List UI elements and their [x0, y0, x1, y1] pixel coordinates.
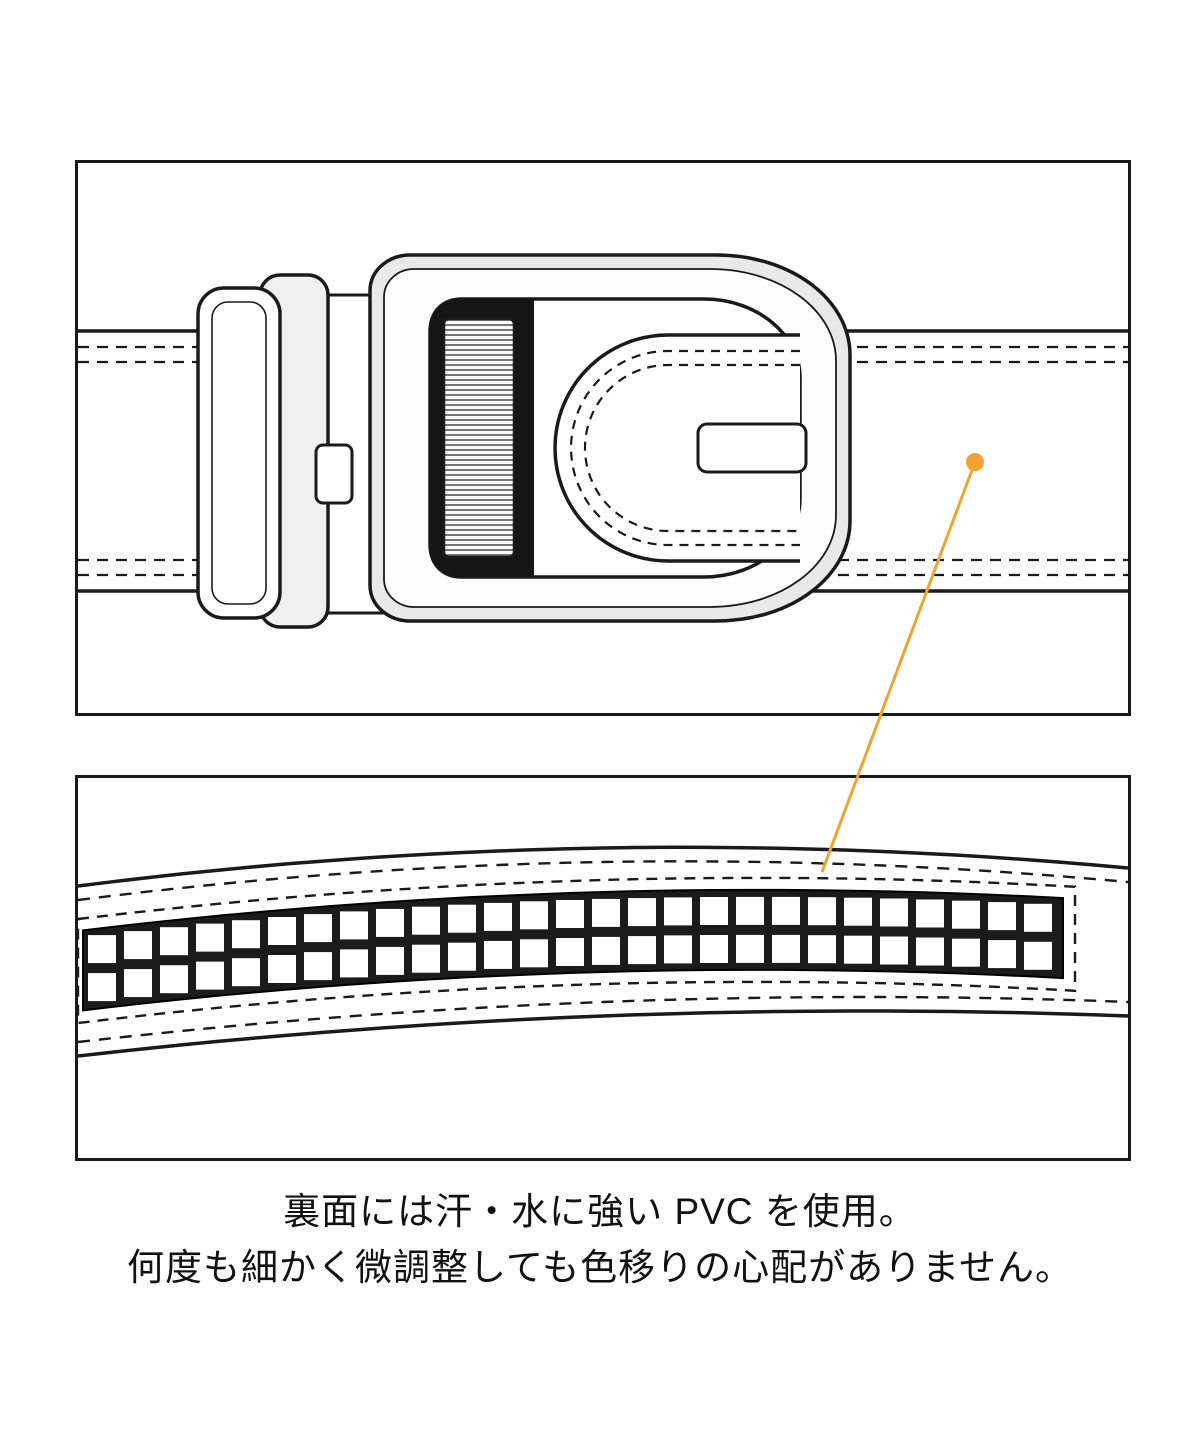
ratchet-tooth: [700, 897, 728, 925]
ratchet-tooth: [988, 940, 1016, 969]
ratchet-tooth: [88, 935, 116, 964]
ratchet-tooth: [484, 940, 512, 969]
buckle: [368, 253, 852, 623]
ratchet-tooth: [376, 908, 404, 937]
belt-back-panel: [75, 775, 1131, 1161]
ratchet-tooth: [952, 900, 980, 929]
belt-tip-stitch-inner: [583, 363, 800, 533]
ratchet-tooth: [880, 936, 908, 965]
ratchet-tooth: [340, 911, 368, 940]
ratchet-tooth: [808, 935, 836, 964]
ratchet-tooth: [700, 935, 728, 963]
ratchet-tooth: [808, 897, 836, 926]
ratchet-tooth: [592, 936, 620, 965]
ratchet-tooth: [160, 965, 188, 994]
ratchet-tooth: [412, 906, 440, 935]
ratchet-tooth: [592, 898, 620, 927]
ratchet-tooth: [232, 920, 260, 949]
ratchet-tooth: [268, 955, 296, 983]
ratchet-tooth: [844, 897, 872, 926]
ratchet-tooth: [1024, 941, 1052, 970]
belt-back-illustration: [78, 845, 1128, 1058]
ratchet-tooth: [448, 904, 476, 933]
ratchet-tooth: [772, 934, 800, 963]
ratchet-tooth: [160, 927, 188, 956]
ratchet-tooth: [124, 931, 152, 960]
ratchet-roller: [442, 317, 516, 559]
ratchet-tooth: [844, 935, 872, 964]
ratchet-tooth: [736, 934, 764, 963]
ratchet-tooth: [664, 897, 692, 926]
ratchet-tooth: [772, 896, 800, 925]
ratchet-tooth: [196, 961, 224, 990]
ratchet-tooth: [124, 969, 152, 998]
ratchet-tooth: [484, 902, 512, 931]
ratchet-tooth: [952, 938, 980, 967]
ratchet-tooth: [88, 973, 116, 1002]
ratchet-tooth: [736, 896, 764, 925]
ratchet-tooth: [232, 958, 260, 987]
belt-tip: [553, 333, 800, 563]
caption-line-1: 裏面には汗・水に強い PVC を使用。: [283, 1191, 917, 1232]
ratchet-tooth: [664, 935, 692, 964]
ratchet-tooth: [1024, 903, 1052, 932]
ratchet-tooth: [880, 898, 908, 927]
ratchet-tooth: [340, 949, 368, 978]
ratchet-tooth: [916, 937, 944, 966]
ratchet-tooth: [556, 900, 584, 928]
ratchet-tooth: [520, 939, 548, 968]
ratchet-tooth: [196, 923, 224, 952]
ratchet-tooth: [520, 901, 548, 930]
buckle-panel: [75, 160, 1131, 716]
ratchet-tooth: [628, 936, 656, 965]
ratchet-tooth: [628, 898, 656, 927]
ratchet-tooth: [448, 942, 476, 971]
belt-back-top-stitch: [78, 860, 1128, 902]
ratchet-tooth: [304, 952, 332, 981]
pvc-strip-stitch: [78, 876, 1077, 1025]
ratchet-tooth: [916, 899, 944, 928]
belt-keeper: [196, 273, 354, 629]
ratchet-tooth: [556, 938, 584, 966]
ratchet-tooth: [412, 944, 440, 973]
belt-back-bottom-stitch: [78, 995, 1128, 1044]
ratchet-tooth: [304, 914, 332, 943]
ratchet-tooth: [268, 917, 296, 945]
belt-front-illustration: [78, 253, 1128, 629]
caption: 裏面には汗・水に強い PVC を使用。 何度も細かく微調整しても色移りの心配があ…: [0, 1184, 1200, 1296]
buckle-prong: [696, 422, 808, 474]
ratchet-tooth: [988, 902, 1016, 931]
belt-back-bottom-edge: [78, 1009, 1128, 1058]
caption-line-2: 何度も細かく微調整しても色移りの心配がありません。: [127, 1247, 1073, 1288]
ratchet-tooth: [376, 946, 404, 975]
